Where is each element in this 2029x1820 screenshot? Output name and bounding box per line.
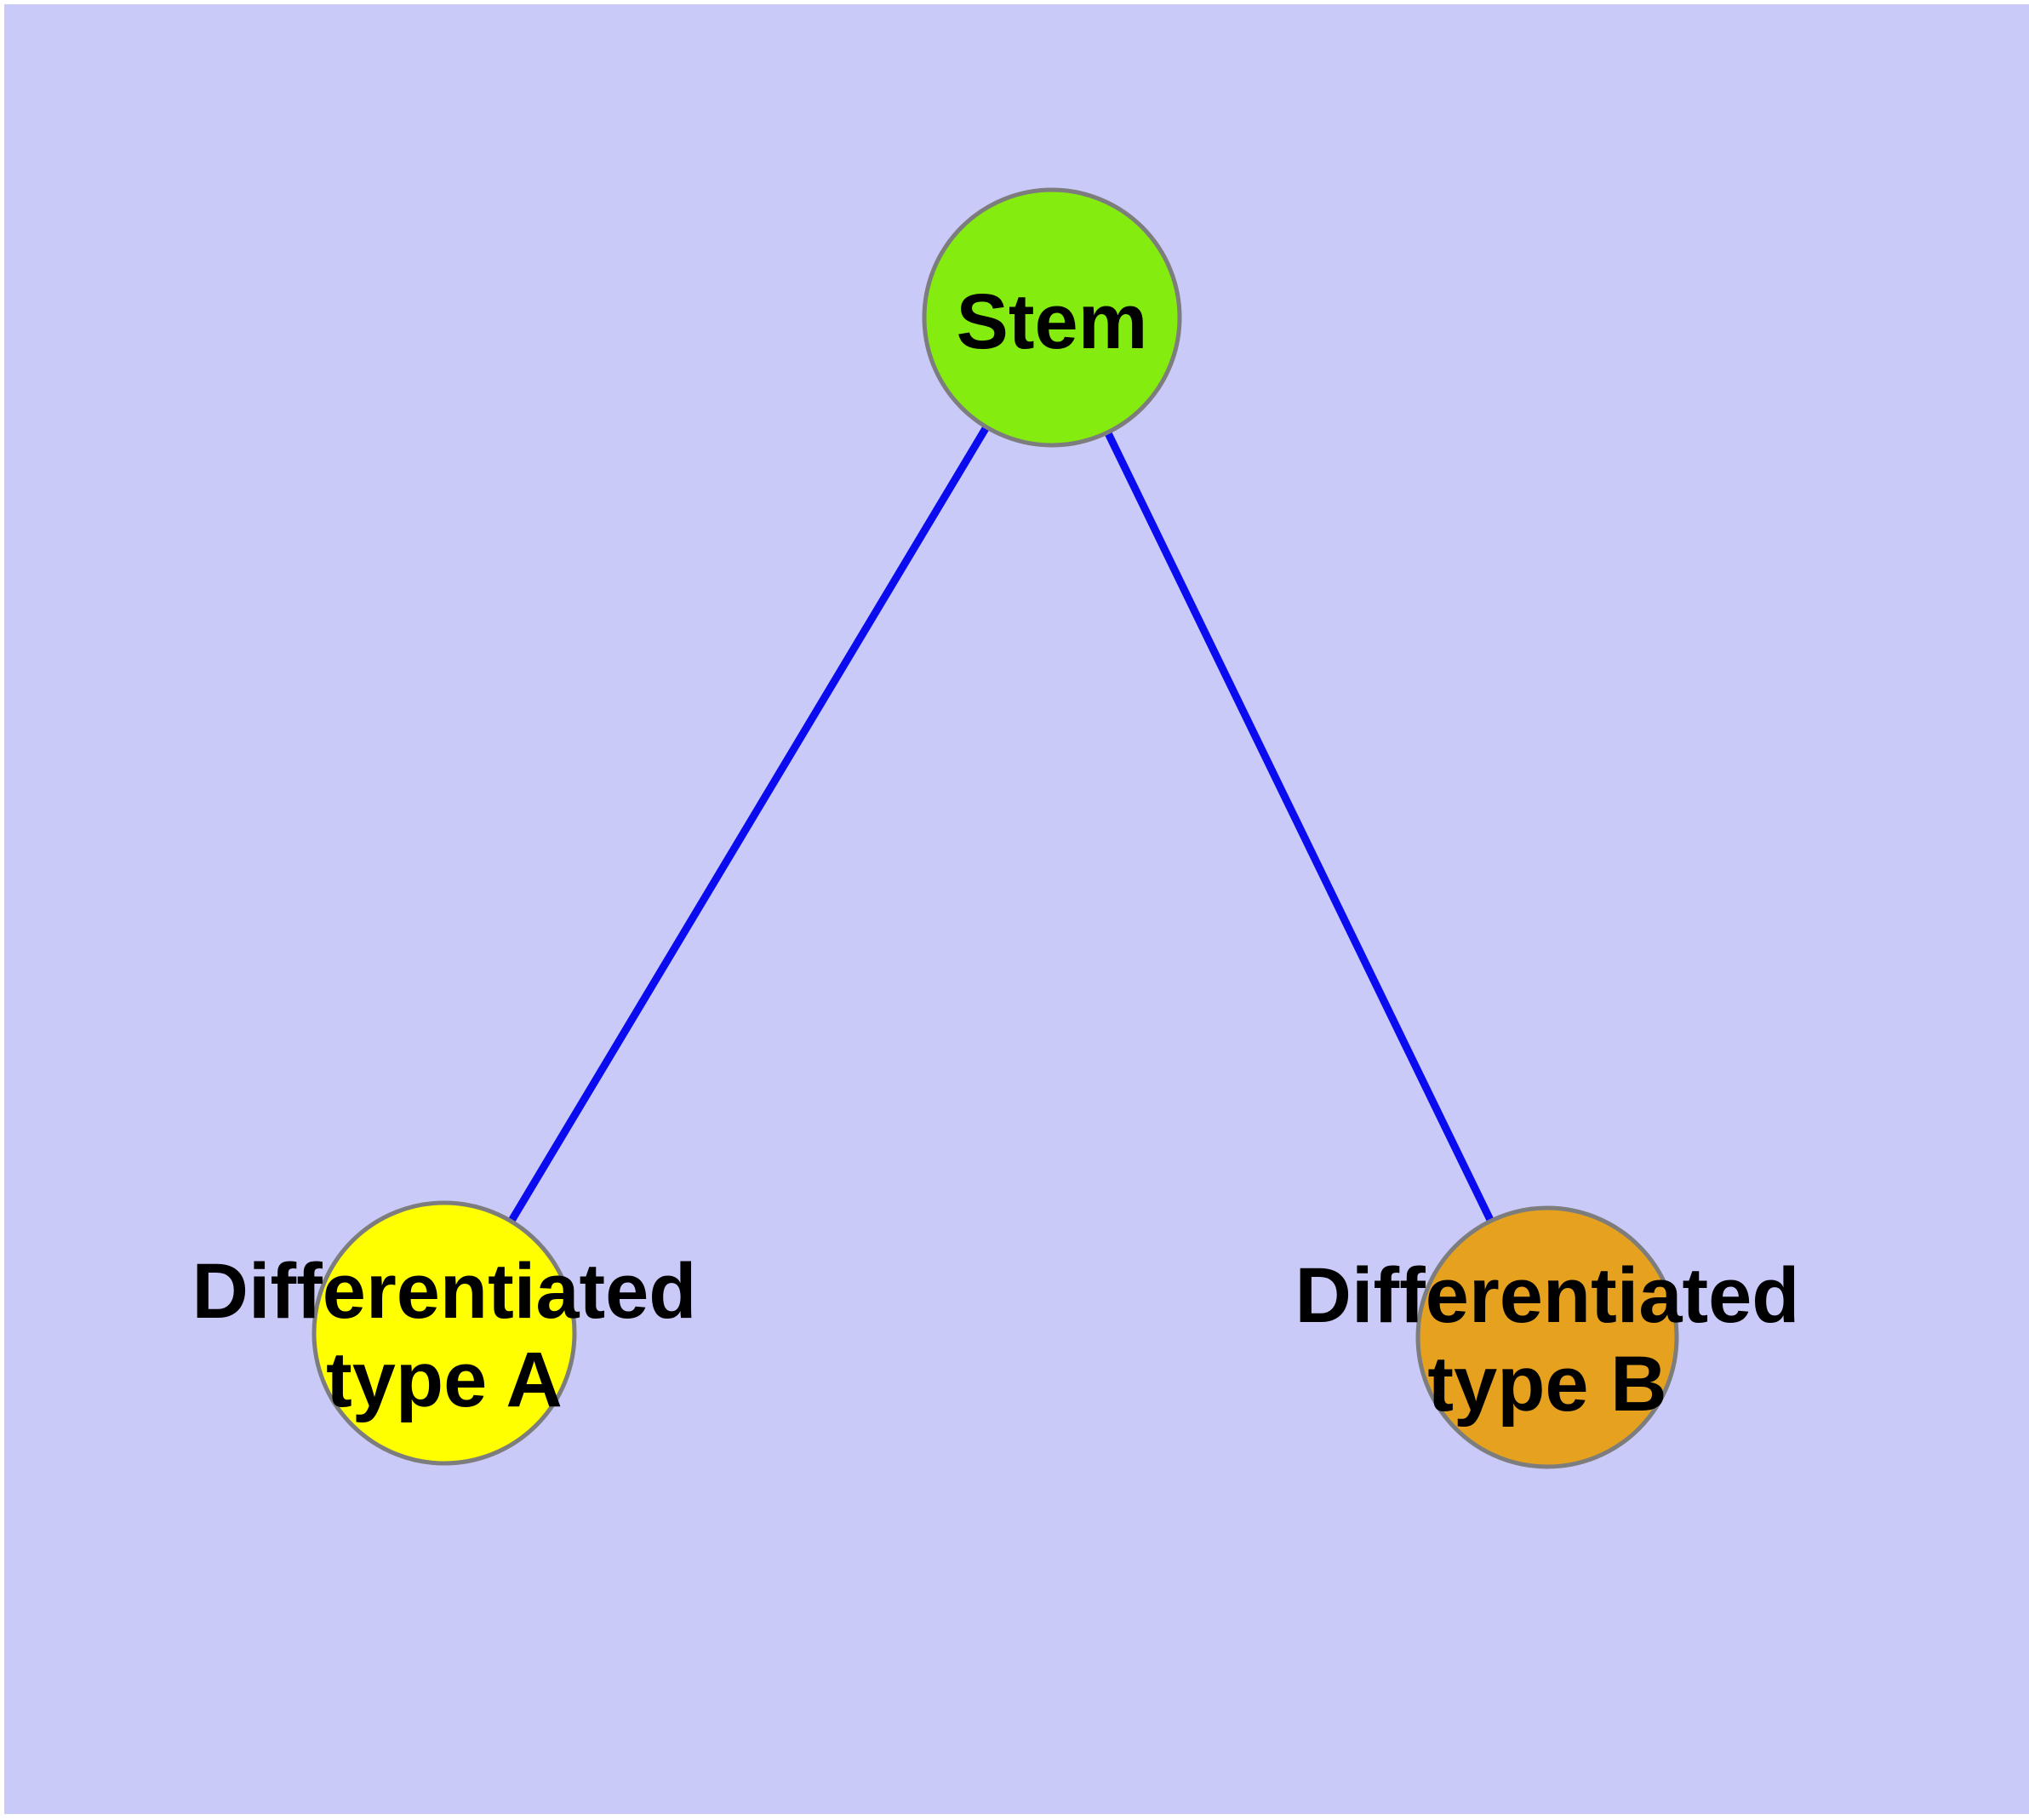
- node-stem-circle: [922, 187, 1182, 448]
- node-type-a-label-line2: type A: [326, 1336, 563, 1423]
- node-type-b-label-line2: type B: [1427, 1341, 1666, 1428]
- node-stem-label: Stem: [957, 278, 1148, 365]
- edge-stem-to-type-b: [1048, 316, 1552, 1339]
- node-type-b-label-line1: Differentiated: [1295, 1252, 1800, 1339]
- edge-stem-to-type-a: [441, 315, 1055, 1336]
- node-type-a-label-line1: Differentiated: [192, 1248, 697, 1335]
- node-type-b-circle: [1415, 1205, 1679, 1469]
- node-type-a-circle: [311, 1200, 577, 1466]
